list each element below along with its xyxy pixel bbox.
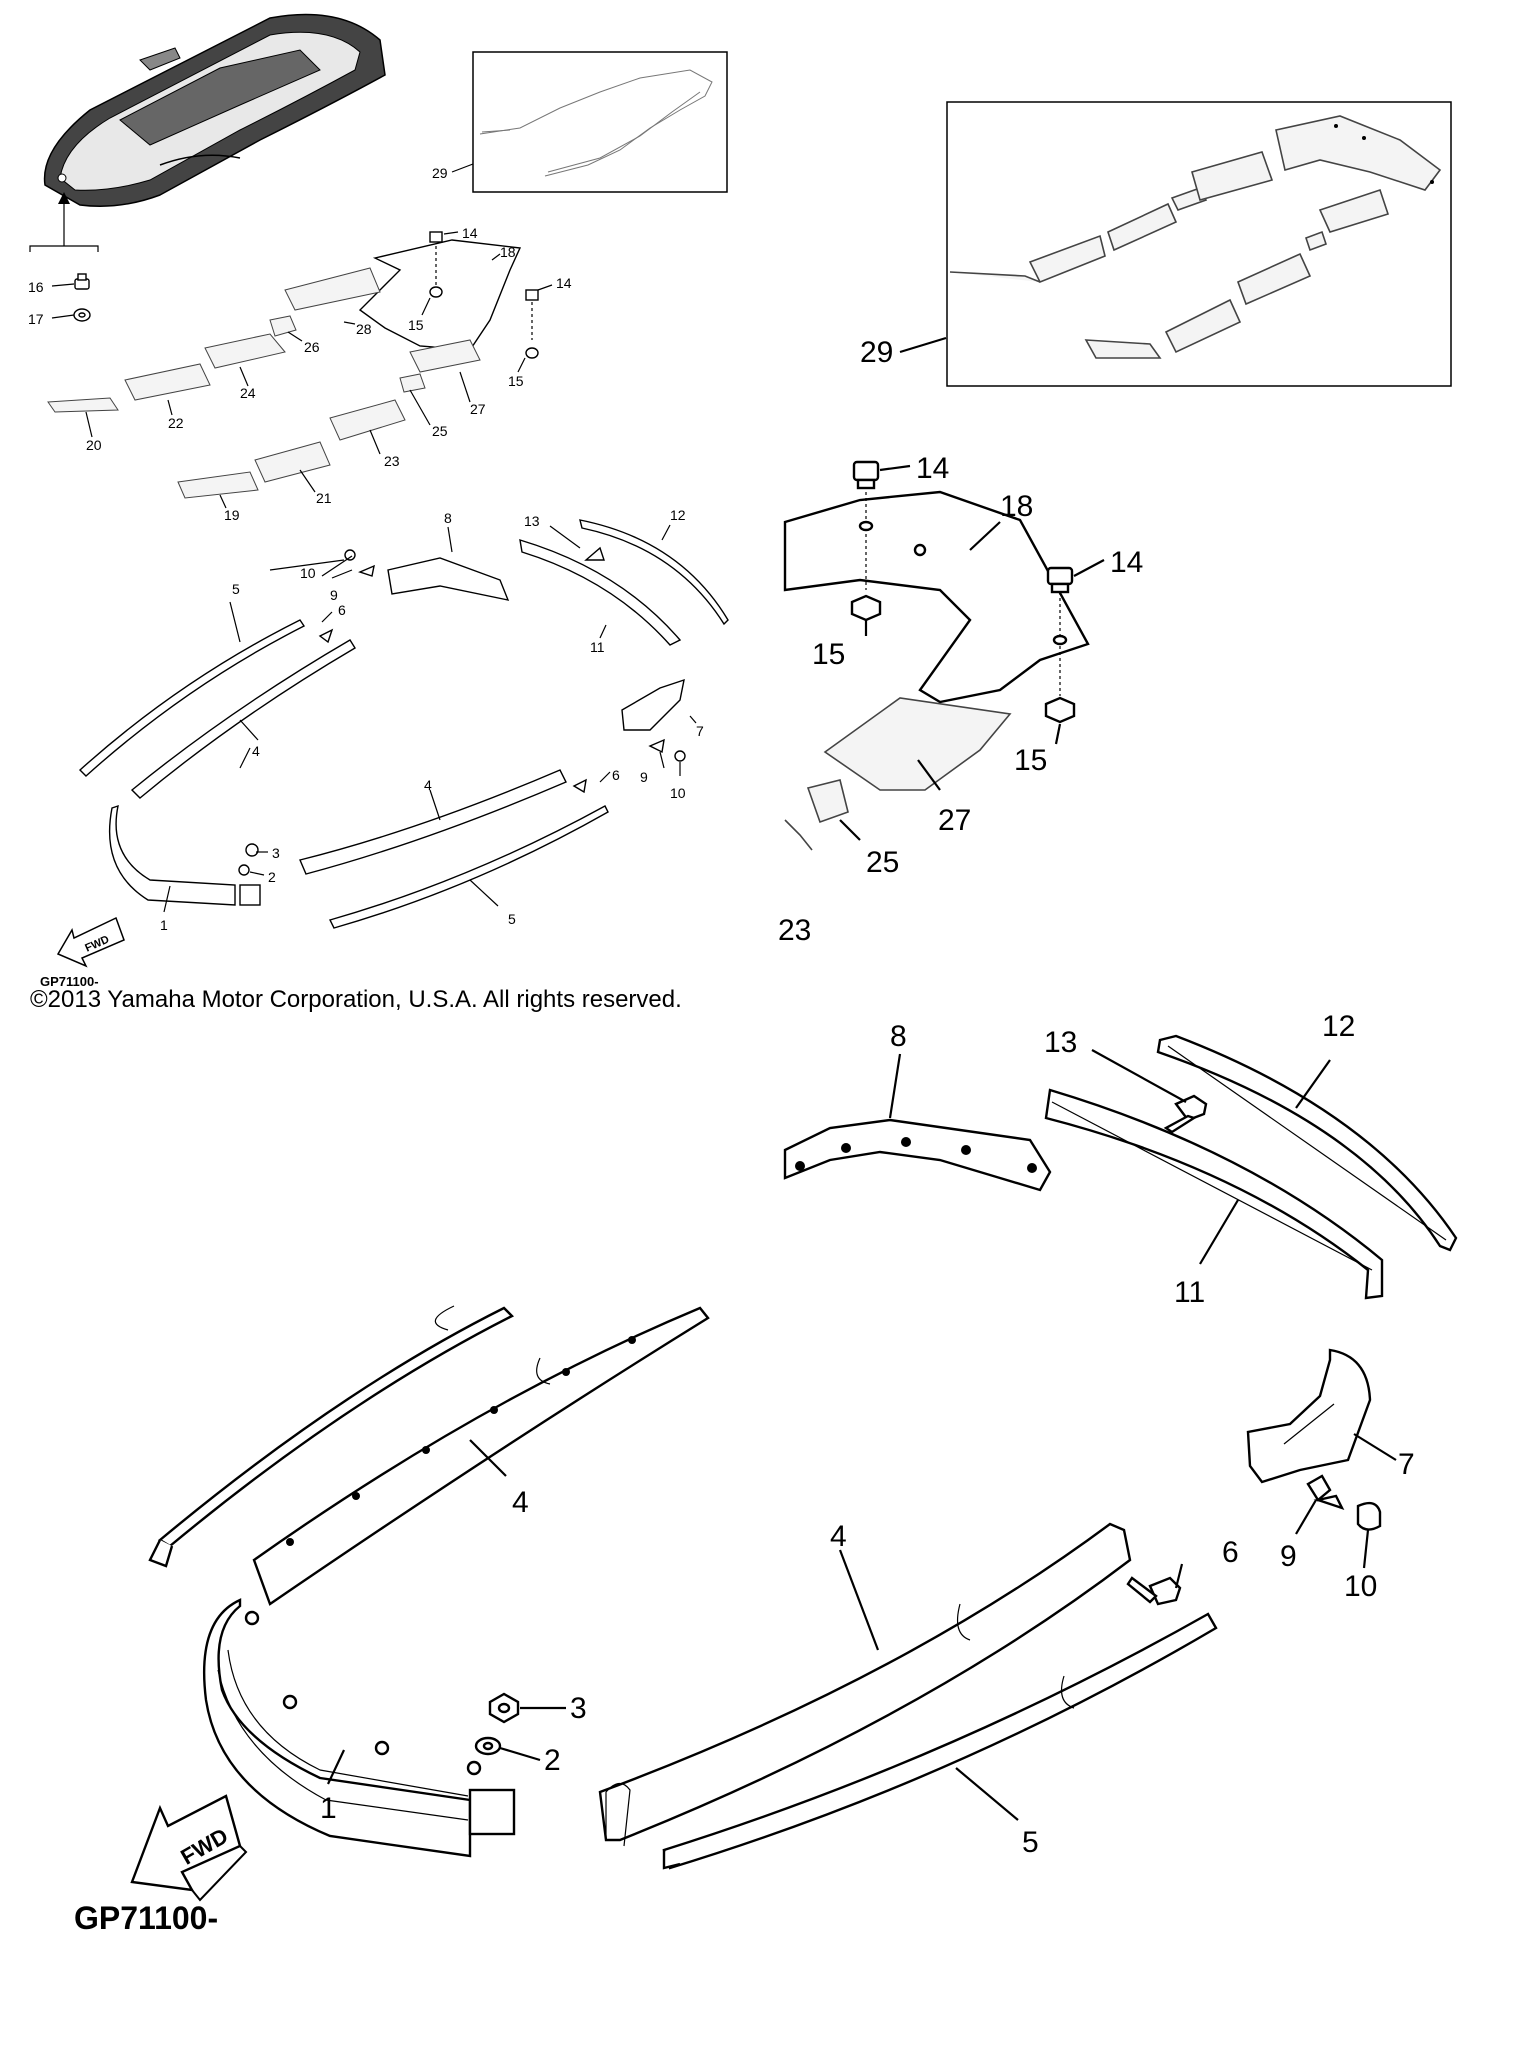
diagram-code-large: GP71100-: [74, 1900, 219, 1936]
callout-3-large: 3: [570, 1692, 587, 1725]
fwd-arrow-small: FWD: [56, 916, 125, 968]
callout-11-small: 11: [590, 639, 605, 655]
callout-6-small-b: 6: [612, 767, 620, 783]
callout-27-small: 27: [470, 401, 486, 417]
callout-2-small: 2: [268, 869, 276, 885]
nut-15-a: [850, 594, 882, 622]
rail-assembly-large: [148, 1034, 1458, 1870]
bolt-16-17: [51, 273, 91, 322]
callout-29-small: 29: [432, 165, 448, 181]
callout-15-small-a: 15: [408, 317, 424, 333]
callout-8-small: 8: [444, 510, 452, 526]
callout-20-small: 20: [86, 437, 102, 453]
callout-13-large: 13: [1044, 1026, 1077, 1059]
callout-18-large: 18: [1000, 490, 1033, 523]
callout-19-small: 19: [224, 507, 240, 523]
callout-10-large: 10: [1344, 1570, 1377, 1603]
callout-11-large: 11: [1174, 1276, 1205, 1309]
callout-8-large: 8: [890, 1020, 907, 1053]
callout-21-small: 21: [316, 490, 332, 506]
callout-4-small-a: 4: [252, 743, 260, 759]
frame-29-large: [899, 101, 1452, 387]
callout-29-large: 29: [860, 336, 893, 369]
callout-14-small-a: 14: [462, 225, 478, 241]
callout-25-large: 25: [866, 846, 899, 879]
bolt-14-a: [852, 460, 880, 490]
callout-26-small: 26: [304, 339, 320, 355]
callout-24-small: 24: [240, 385, 256, 401]
callout-1-large: 1: [320, 1792, 337, 1825]
callout-10-small-a: 10: [300, 565, 316, 581]
callout-16: 16: [28, 279, 44, 295]
callout-23-partial: 23: [778, 914, 811, 947]
callout-15-large-b: 15: [1014, 744, 1047, 777]
diagram-code-small: GP71100-: [40, 974, 99, 989]
callout-23-small: 23: [384, 453, 400, 469]
callout-27-large: 27: [938, 804, 971, 837]
callout-15-large-a: 15: [812, 638, 845, 671]
callout-12-small: 12: [670, 507, 686, 523]
callout-5-small-b: 5: [508, 911, 516, 927]
callout-5-small-a: 5: [232, 581, 240, 597]
callout-3-small: 3: [272, 845, 280, 861]
callout-15-small-b: 15: [508, 373, 524, 389]
callout-4-small-b: 4: [424, 777, 432, 793]
callout-22-small: 22: [168, 415, 184, 431]
callout-14-large-a: 14: [916, 452, 949, 485]
callout-28-small: 28: [356, 321, 372, 337]
deck-mat-large: [783, 460, 1105, 851]
callout-14-small-b: 14: [556, 275, 572, 291]
callout-1-small: 1: [160, 917, 168, 933]
fwd-arrow-large: FWD: [130, 1794, 248, 1902]
callout-4-large-a: 4: [512, 1486, 529, 1519]
watercraft-illustration: [43, 13, 386, 207]
detail-arrow: [29, 192, 99, 252]
callout-6-small-a: 6: [338, 602, 346, 618]
callout-14-large-b: 14: [1110, 546, 1143, 579]
nut-15-b: [1044, 696, 1076, 724]
callout-9-small-a: 9: [330, 587, 338, 603]
callout-7-large: 7: [1398, 1448, 1415, 1481]
callout-13-small: 13: [524, 513, 540, 529]
deck-mat-small: [47, 231, 553, 509]
callout-18-small: 18: [500, 244, 516, 260]
callout-9-small-b: 9: [640, 769, 648, 785]
bolt-14-b: [1046, 566, 1074, 594]
copyright-notice: ©2013 Yamaha Motor Corporation, U.S.A. A…: [30, 986, 682, 1013]
callout-10-small-b: 10: [670, 785, 686, 801]
callout-17: 17: [28, 311, 44, 327]
callout-25-small: 25: [432, 423, 448, 439]
callout-7-small: 7: [696, 723, 704, 739]
callout-2-large: 2: [544, 1744, 561, 1777]
callout-9-large: 9: [1280, 1540, 1297, 1573]
callout-6-large: 6: [1222, 1536, 1239, 1569]
callout-4-large-b: 4: [830, 1520, 847, 1553]
callout-5-large: 5: [1022, 1826, 1039, 1859]
rail-assembly-small: [78, 519, 729, 929]
callout-12-large: 12: [1322, 1010, 1355, 1043]
frame-29-small: [451, 51, 728, 193]
